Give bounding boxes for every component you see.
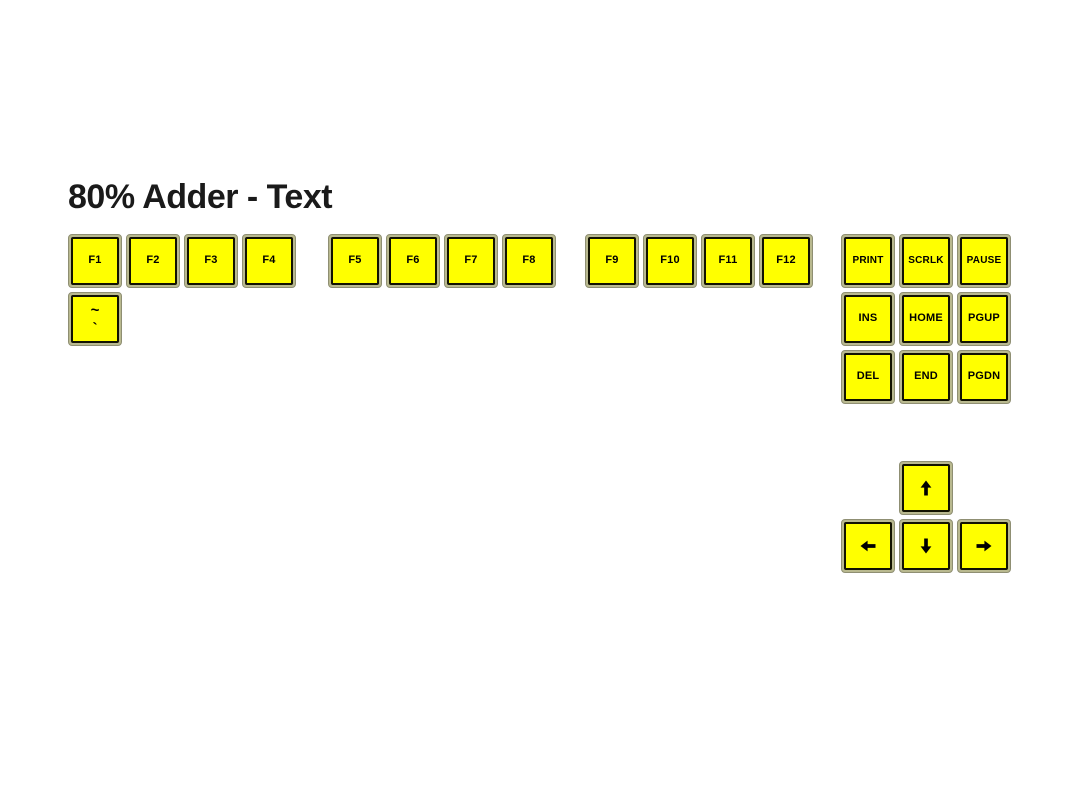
keycap-face: F2	[129, 237, 177, 285]
keycap-face: PGDN	[960, 353, 1008, 401]
keycap-legend: F1	[88, 254, 102, 267]
keycap-face: F9	[588, 237, 636, 285]
keycap-f5[interactable]: F5	[328, 234, 382, 288]
keycap-pause[interactable]: PAUSE	[957, 234, 1011, 288]
keycap-face	[902, 522, 950, 570]
keycap-face: F1	[71, 237, 119, 285]
keycap-legend: F9	[605, 254, 619, 267]
keycap-legend: PGUP	[968, 312, 1000, 325]
keycap-f9[interactable]: F9	[585, 234, 639, 288]
keycap-face	[844, 522, 892, 570]
keycap-face: END	[902, 353, 950, 401]
arrow-left-icon	[858, 536, 878, 556]
keycap-legend-primary: ~	[90, 301, 100, 319]
keycap-arrow-down[interactable]	[899, 519, 953, 573]
keycap-f8[interactable]: F8	[502, 234, 556, 288]
keycap-end[interactable]: END	[899, 350, 953, 404]
keycap-arrow-left[interactable]	[841, 519, 895, 573]
keycap-face: F11	[704, 237, 752, 285]
keycap-legend: F8	[522, 254, 536, 267]
keycap-face: HOME	[902, 295, 950, 343]
keycap-legend: INS	[858, 312, 878, 325]
keycap-insert[interactable]: INS	[841, 292, 895, 346]
arrow-up-icon	[916, 478, 936, 498]
keycap-page-up[interactable]: PGUP	[957, 292, 1011, 346]
keycap-face: F12	[762, 237, 810, 285]
keycap-legend-secondary: `	[92, 319, 98, 337]
keycap-f10[interactable]: F10	[643, 234, 697, 288]
keycap-f1[interactable]: F1	[68, 234, 122, 288]
keycap-legend: DEL	[856, 370, 880, 383]
keycap-legend: PRINT	[852, 254, 884, 266]
keycap-scroll-lock[interactable]: SCRLK	[899, 234, 953, 288]
keycap-legend: F6	[406, 254, 420, 267]
keycap-f4[interactable]: F4	[242, 234, 296, 288]
keycap-legend: F3	[204, 254, 218, 267]
keycap-face: PAUSE	[960, 237, 1008, 285]
keycap-legend: PAUSE	[966, 254, 1002, 266]
keycap-legend: HOME	[909, 312, 943, 325]
keycap-f6[interactable]: F6	[386, 234, 440, 288]
keycap-face: SCRLK	[902, 237, 950, 285]
keycap-face	[960, 522, 1008, 570]
keycap-legend: F5	[348, 254, 362, 267]
keycap-face: F8	[505, 237, 553, 285]
keycap-page-down[interactable]: PGDN	[957, 350, 1011, 404]
keycap-face: INS	[844, 295, 892, 343]
keycap-face: F6	[389, 237, 437, 285]
keycap-delete[interactable]: DEL	[841, 350, 895, 404]
keycap-face: F4	[245, 237, 293, 285]
keycap-home[interactable]: HOME	[899, 292, 953, 346]
page-title: 80% Adder - Text	[68, 178, 333, 216]
keycap-f2[interactable]: F2	[126, 234, 180, 288]
keycap-legend: F12	[776, 254, 796, 267]
keycap-f7[interactable]: F7	[444, 234, 498, 288]
keycap-face: PGUP	[960, 295, 1008, 343]
keycap-face: F10	[646, 237, 694, 285]
keycap-face: F5	[331, 237, 379, 285]
keycap-arrow-right[interactable]	[957, 519, 1011, 573]
arrow-down-icon	[916, 536, 936, 556]
keycap-f12[interactable]: F12	[759, 234, 813, 288]
keycap-legend: F7	[464, 254, 478, 267]
keycap-print[interactable]: PRINT	[841, 234, 895, 288]
keycap-face	[902, 464, 950, 512]
keycap-legend: F4	[262, 254, 276, 267]
keycap-face: F3	[187, 237, 235, 285]
keycap-f11[interactable]: F11	[701, 234, 755, 288]
keycap-legend: F10	[660, 254, 680, 267]
keycap-arrow-up[interactable]	[899, 461, 953, 515]
keycap-face: ~`	[71, 295, 119, 343]
keycap-face: F7	[447, 237, 495, 285]
keycap-face: DEL	[844, 353, 892, 401]
keycap-grave-tilde[interactable]: ~`	[68, 292, 122, 346]
keycap-legend: F2	[146, 254, 160, 267]
keycap-legend: F11	[718, 254, 738, 267]
keycap-legend: PGDN	[967, 370, 1001, 383]
arrow-right-icon	[974, 536, 994, 556]
keycap-legend: END	[914, 370, 938, 383]
keycap-legend: SCRLK	[908, 254, 944, 266]
keycap-face: PRINT	[844, 237, 892, 285]
keycap-f3[interactable]: F3	[184, 234, 238, 288]
